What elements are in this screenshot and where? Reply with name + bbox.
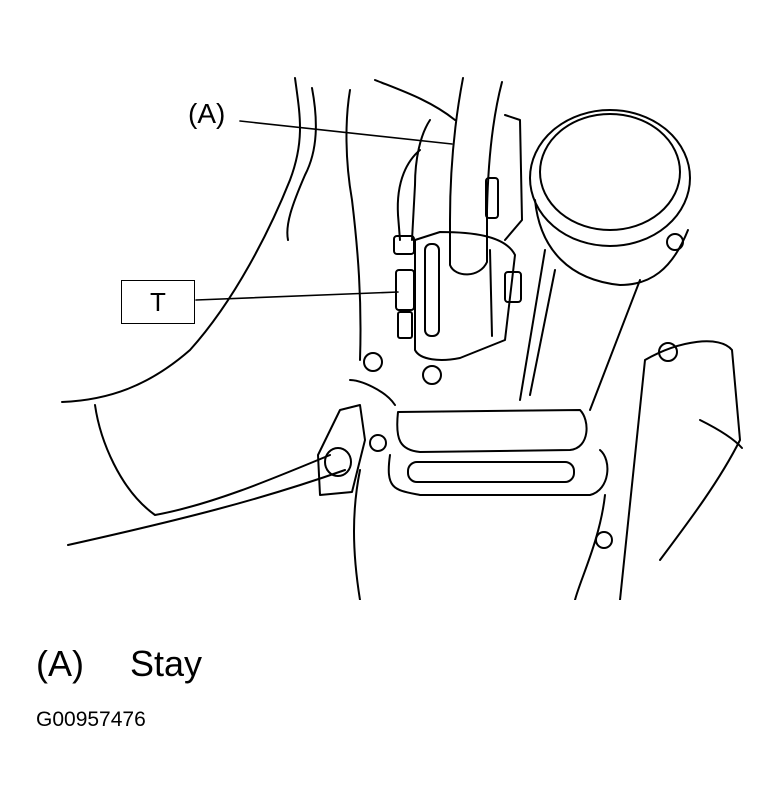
- left-body-panel: [61, 77, 301, 403]
- intake-tube-opening: [529, 109, 691, 247]
- connector-lower: [397, 311, 413, 339]
- callout-box-t: T: [121, 280, 195, 324]
- intake-tube-line: [529, 269, 556, 396]
- engine-component-illustration: [61, 77, 743, 600]
- stay-pipe: [449, 77, 503, 276]
- intake-tube-lower: [519, 249, 641, 411]
- callout-label-a: (A): [188, 98, 226, 129]
- leader-line-a: [239, 120, 453, 145]
- callout-label-t: T: [150, 286, 166, 317]
- connector-clip: [395, 269, 415, 311]
- leader-line-t: [195, 291, 399, 301]
- right-mount-bracket: [619, 340, 741, 600]
- lower-housing-slot: [407, 461, 575, 483]
- upper-frame-2: [345, 89, 362, 361]
- connector-upper: [393, 235, 415, 255]
- sensor-bracket: [317, 404, 366, 496]
- lower-housing-side: [353, 469, 606, 600]
- legend-text: Stay: [130, 643, 203, 684]
- left-lower-contour: [94, 404, 331, 516]
- bolt-right-mid: [658, 342, 678, 362]
- bolt-right-top: [666, 233, 684, 251]
- right-mount-edge: [699, 419, 743, 449]
- bolt-center: [422, 365, 442, 385]
- bolt-lower-left: [369, 434, 387, 452]
- harness-wire: [396, 149, 421, 241]
- legend-key: (A): [36, 643, 84, 684]
- bracket-flange: [411, 119, 431, 241]
- lower-housing: [387, 449, 609, 496]
- bracket-bolt-upper: [485, 177, 499, 219]
- figure-code: G00957476: [36, 708, 146, 731]
- upper-frame: [374, 79, 456, 121]
- legend: (A) Stay: [36, 642, 202, 686]
- sensor-mount: [349, 379, 396, 406]
- bolt-lower-right: [595, 531, 613, 549]
- bracket-body: [414, 231, 516, 361]
- bolt-left-mid: [363, 352, 383, 372]
- lower-housing-flange: [396, 409, 588, 453]
- bracket-bolt-mid: [504, 271, 522, 303]
- left-body-panel-inner: [286, 87, 317, 241]
- bottom-edge: [67, 469, 346, 546]
- bracket-slot: [424, 243, 440, 337]
- bracket-flange-right: [504, 114, 523, 241]
- bracket-rib: [489, 249, 493, 337]
- intake-tube-opening-inner: [539, 113, 681, 231]
- intake-tube-body: [534, 199, 689, 286]
- sensor-body: [324, 447, 352, 477]
